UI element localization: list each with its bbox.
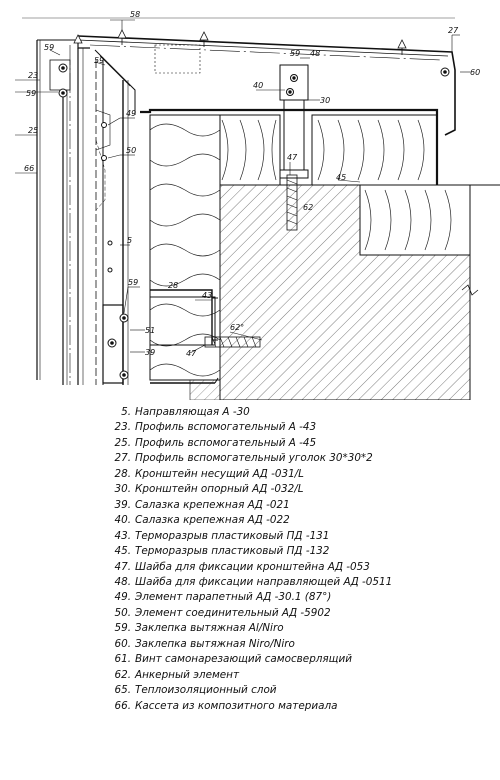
callout-5: 5 [127,236,132,245]
legend-item-number: 49. [114,591,131,604]
legend-item: 50. Элемент соединительный АД -5902 [110,606,495,621]
legend-item: 25. Профиль вспомогательный А -45 [110,436,495,451]
legend-item-number: 47. [114,560,131,573]
anchor-elements [204,174,298,348]
legend-item-text: Профиль вспомогательный А -43 [135,421,317,434]
legend-item-number: 60. [114,637,131,650]
legend-item: 28. Кронштейн несущий АД -031/L [110,467,495,482]
legend-item: 49. Элемент парапетный АД -30.1 (87°) [110,590,495,605]
callout-58: 58 [130,10,140,19]
callout-62: 62 [303,203,313,212]
legend-item-text: Салазка крепежная АД -022 [135,514,290,527]
legend-item-text: Профиль вспомогательный уголок 30*30*2 [135,452,373,465]
legend-item: 23. Профиль вспомогательный А -43 [110,420,495,435]
legend-item: 27. Профиль вспомогательный уголок 30*30*… [110,451,495,466]
legend-item: 61. Винт самонарезающий самосверлящий [110,652,495,667]
callout-23: 23 [28,71,38,80]
legend-item-text: Винт самонарезающий самосверлящий [135,653,352,666]
bracket-28 [102,289,219,384]
callout-28: 28 [168,281,178,290]
legend-item: 5. Направляющая А -30 [110,405,495,420]
callout-47: 47 [287,153,298,162]
legend-item: 48. Шайба для фиксации направляющей АД -0… [110,575,495,590]
legend-item: 39. Салазка крепежная АД -021 [110,498,495,513]
legend-item-number: 30. [114,483,131,496]
legend-item-text: Элемент соединительный АД -5902 [135,606,331,619]
legend-item: 62. Анкерный элемент [110,668,495,683]
legend-item: 30. Кронштейн опорный АД -032/L [110,482,495,497]
callout-49: 49 [126,109,136,118]
legend-item: 45. Терморазрыв пластиковый ПД -132 [110,544,495,559]
legend-item-number: 25. [114,436,131,449]
legend-item-number: 62. [114,668,131,681]
legend-item-text: Кронштейн несущий АД -031/L [135,467,304,480]
callout-43: 43 [202,291,212,300]
legend-item-number: 39. [114,498,131,511]
callout-45: 45 [336,173,346,182]
legend-item-text: Терморазрыв пластиковый ПД -132 [135,545,330,558]
callout-66: 66 [24,164,34,173]
legend-item-number: 43. [114,529,131,542]
callout-59: 59 [26,89,36,98]
legend-item-text: Шайба для фиксации кронштейна АД -053 [135,560,370,573]
legend-item-number: 66. [114,699,131,712]
legend-item-text: Заклепка вытяжная Niro/Niro [135,637,295,650]
legend-item-number: 61. [114,653,131,666]
parapet-section-drawing: 58 27 59 59 23 59 25 66 49 50 5 59 48 40… [15,10,500,400]
callout-59: 59 [290,49,300,58]
legend-item-number: 5. [121,406,131,418]
callout-25: 25 [28,126,38,135]
legend-item: 59. Заклепка вытяжная Al/Niro [110,621,495,636]
callout-60: 60 [470,68,480,77]
legend-item-text: Шайба для фиксации направляющей АД -0511 [135,575,393,588]
callout-59: 59 [128,278,138,287]
callout-40: 40 [253,81,263,90]
legend-item-number: 48. [114,575,131,588]
legend-item-number: 65. [114,684,131,697]
legend-item-text: Профиль вспомогательный А -45 [135,436,317,449]
legend-item-text: Кронштейн опорный АД -032/L [135,483,304,496]
legend-item-number: 40. [114,514,131,527]
legend-item: 47. Шайба для фиксации кронштейна АД -053 [110,560,495,575]
callout-51: 51 [145,326,155,335]
rivets [58,63,450,380]
legend-item-text: Заклепка вытяжная Al/Niro [135,622,284,635]
callout-48: 48 [310,49,320,58]
callout-47: 47 [186,349,197,358]
legend-item-number: 27. [114,452,131,465]
legend-item-number: 45. [114,545,131,558]
legend-item-text: Терморазрыв пластиковый ПД -131 [135,529,330,542]
insulation-layer [149,114,471,381]
legend-item: 40. Салазка крепежная АД -022 [110,513,495,528]
legend-item-number: 59. [114,622,131,635]
callout-59: 59 [94,56,104,65]
roof-break [440,184,500,400]
callout-39: 39 [145,348,155,357]
callout-50: 50 [126,146,136,155]
parapet-cap [77,35,456,185]
legend-item: 65. Теплоизоляционный слой [110,683,495,698]
facade-cassette [36,39,129,385]
legend-item-text: Анкерный элемент [135,668,240,681]
callout-59: 59 [44,43,54,52]
legend-list: 5. Направляющая А -30 23. Профиль вспомогат… [110,405,495,714]
callout-62-angle: 62° [230,323,244,332]
legend-item-text: Теплоизоляционный слой [135,684,277,697]
legend-item-text: Кассета из композитного материала [135,699,338,712]
callout-labels: 58 27 59 59 23 59 25 66 49 50 5 59 48 40… [24,10,480,358]
legend-item-text: Элемент парапетный АД -30.1 (87°) [135,591,332,604]
legend-item: 66. Кассета из композитного материала [110,699,495,714]
legend-item-number: 23. [114,421,131,434]
legend-item-text: Направляющая А -30 [135,406,250,418]
legend-item: 60. Заклепка вытяжная Niro/Niro [110,637,495,652]
legend-item-number: 50. [114,606,131,619]
callout-30: 30 [320,96,330,105]
callout-27: 27 [448,26,459,35]
legend-item-text: Салазка крепежная АД -021 [135,498,290,511]
screws [73,29,407,55]
leader-lines [15,17,470,354]
legend-item-number: 28. [114,467,131,480]
bracket-30 [279,64,309,179]
legend-item: 43. Терморазрыв пластиковый ПД -131 [110,529,495,544]
